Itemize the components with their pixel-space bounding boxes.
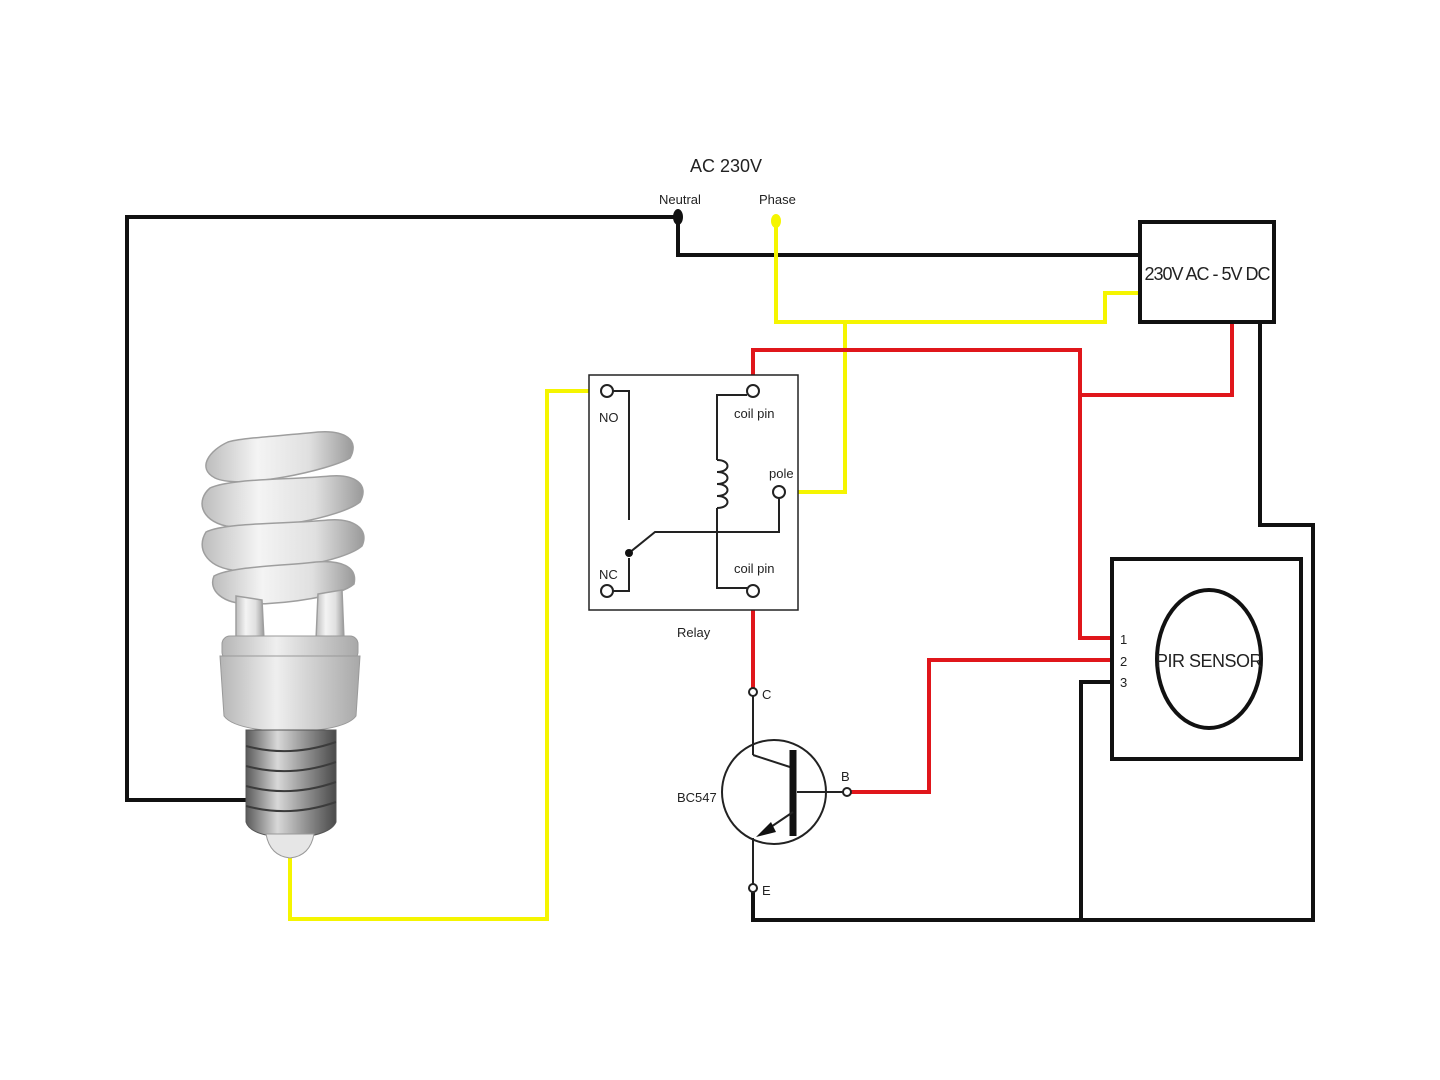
no-terminal bbox=[600, 384, 614, 398]
relay-label: Relay bbox=[677, 625, 711, 640]
base-label: B bbox=[841, 769, 850, 784]
coil-pin-top bbox=[746, 384, 760, 398]
switch-pivot bbox=[625, 549, 633, 557]
pir-pin-2: 2 bbox=[1120, 654, 1127, 669]
neutral-wire-to-lamp bbox=[125, 215, 680, 802]
no-contact-line bbox=[613, 390, 630, 520]
pir-pin-3: 3 bbox=[1120, 675, 1127, 690]
dc-negative-wire bbox=[751, 320, 1315, 922]
dc-positive-wire bbox=[1078, 320, 1234, 397]
phase-label: Phase bbox=[759, 192, 796, 207]
transistor-model-label: BC547 bbox=[677, 790, 717, 805]
pir-label: PIR SENSOR bbox=[1156, 651, 1263, 671]
coil-supply-wire bbox=[751, 348, 1114, 640]
neutral-terminal bbox=[673, 209, 683, 225]
no-label: NO bbox=[599, 410, 619, 425]
no-to-lamp-wire bbox=[288, 389, 603, 921]
coil-pin-top-label: coil pin bbox=[734, 406, 774, 421]
pir-sensor: PIR SENSOR 1 2 3 bbox=[1110, 557, 1303, 761]
converter-label: 230V AC - 5V DC bbox=[1144, 264, 1270, 284]
relay: NO NC coil pin coil pin pole Relay bbox=[588, 374, 799, 640]
nc-label: NC bbox=[599, 567, 618, 582]
coil-wire-bottom bbox=[716, 508, 747, 589]
nc-terminal bbox=[600, 584, 614, 598]
cfl-bulb-image bbox=[201, 431, 365, 859]
converter-box: 230V AC - 5V DC bbox=[1138, 220, 1276, 324]
base-terminal bbox=[842, 787, 852, 797]
pole-label: pole bbox=[769, 466, 794, 481]
collector-label: C bbox=[762, 687, 771, 702]
emitter-label: E bbox=[762, 883, 771, 898]
relay-outline bbox=[588, 374, 799, 611]
pir-lens bbox=[1155, 588, 1263, 730]
supply-title: AC 230V bbox=[690, 156, 762, 176]
neutral-wire-to-converter bbox=[676, 215, 1142, 257]
pir-to-base-wire bbox=[847, 658, 1114, 794]
phase-to-pole-wire bbox=[783, 320, 847, 494]
coil-winding bbox=[716, 459, 729, 509]
phase-wire bbox=[774, 220, 1142, 324]
coil-pin-bottom bbox=[746, 584, 760, 598]
emitter-arrow-icon bbox=[756, 822, 776, 837]
emitter-terminal bbox=[748, 883, 758, 893]
coil-pin-bottom-label: coil pin bbox=[734, 561, 774, 576]
coil-wire-top bbox=[716, 394, 747, 460]
neutral-label: Neutral bbox=[659, 192, 701, 207]
nc-contact-line bbox=[613, 558, 630, 592]
pir-pin3-ground-wire bbox=[1079, 680, 1114, 922]
transistor: C B E BC547 bbox=[677, 687, 852, 898]
phase-terminal bbox=[771, 214, 781, 228]
pole-terminal bbox=[772, 485, 786, 499]
collector-terminal bbox=[748, 687, 758, 697]
pir-pin-1: 1 bbox=[1120, 632, 1127, 647]
